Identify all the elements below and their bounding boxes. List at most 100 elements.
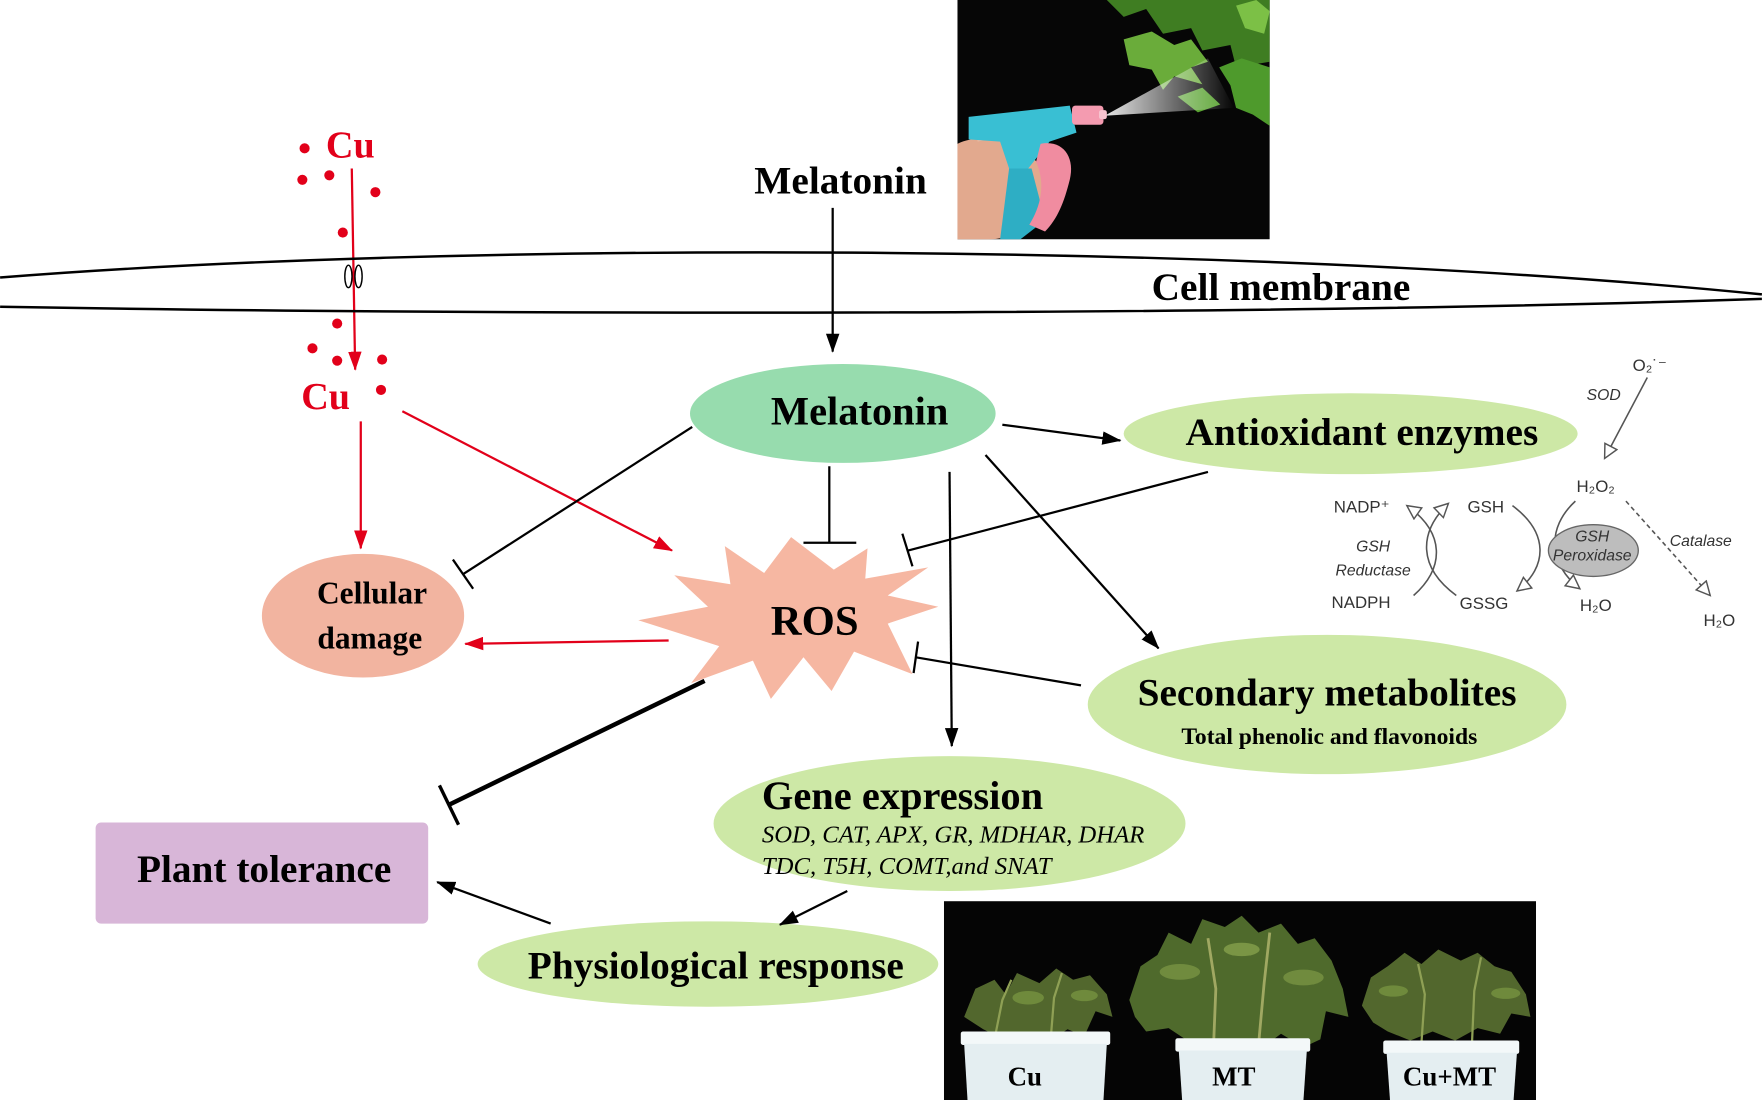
arrow-melatonin-to-secondary-metabolites [984,454,1160,650]
inhibit-bar [437,784,461,826]
cu-ion [297,174,308,185]
cu-ion [337,227,348,238]
leaf [1219,58,1270,126]
secondary-metabolites-sublabel: Total phenolic and flavonoids [1181,724,1477,750]
h2o-catalase-label: H₂O [1703,611,1735,630]
inhibit-bar [451,558,475,590]
inhibit-line [907,470,1209,552]
gssg-label: GSSG [1460,594,1509,613]
leaf [1283,969,1324,986]
pot-cu-mt [1386,1052,1517,1100]
inhibit-line [462,426,693,576]
reductase-gssg-arrow [1425,503,1457,597]
ros-starburst [638,537,939,699]
leaf [1236,0,1270,34]
cu-ion [370,187,381,198]
spray-nozzle [1072,105,1104,125]
inhibit-bar [912,641,920,674]
leaf [1159,964,1201,980]
gsh-peroxidase-label-line2: Peroxidase [1553,548,1632,565]
reductase-nadph-arrow [1407,506,1438,597]
sod-label: SOD [1587,387,1621,404]
antioxidant-enzymes-node [1123,393,1578,475]
antioxidant-pathway-inset: O₂˙⁻ SOD H₂O₂ Catalase H₂O GSH Peroxidas… [1332,356,1736,630]
cell-membrane-inner-line [0,297,1762,314]
gene-expression-node [713,756,1186,892]
inhibit-bar [901,533,914,567]
gsh-peroxidase-enzyme [1547,524,1639,578]
physiological-response-label: Physiological response [528,944,904,988]
gene-list-line1: SOD, CAT, APX, GR, MDHAR, DHAR [762,822,1144,849]
plant-stem [1206,937,1218,1045]
plant-tolerance-node [95,822,429,924]
physiological-response-node [477,921,939,1007]
leaf [1070,989,1098,1002]
pot-cu [964,1043,1107,1100]
inhibit-line [448,678,706,807]
pot-mt [1178,1050,1307,1100]
nadph-label: NADPH [1332,593,1391,612]
arrow-melatonin-to-gene-expression [944,471,959,748]
ion-channel [354,264,363,289]
cu-outside-label: Cu [326,124,375,166]
pot-rim [1175,1038,1311,1052]
leaf [1012,991,1044,1005]
plant-cu-mt [1361,949,1531,1041]
cu-ion [324,170,335,181]
arrow-ros-to-cellular-damage [464,636,669,651]
catalase-arrow [1625,500,1710,595]
plants-photo: Cu MT Cu+MT [943,901,1537,1100]
inhibit-ros-to-plant-tolerance [437,678,706,826]
leaf [1223,942,1260,957]
cell-membrane-outer-line [0,251,1762,296]
superoxide-label: O₂˙⁻ [1633,356,1667,375]
h2o-peroxidase-label: H₂O [1580,596,1612,615]
spray-nozzle-tip [1098,110,1107,120]
spray-photo [957,0,1270,240]
pot-rim [1383,1040,1520,1054]
cu-ion [299,143,310,154]
cu-ion [332,355,343,366]
plant-stem [993,979,1013,1040]
melatonin-application-label: Melatonin [754,158,927,202]
ion-channel [344,264,353,289]
plant-stem [1470,957,1483,1043]
plant-stem [1257,932,1272,1046]
pot-rim [960,1031,1111,1045]
leaf [1491,987,1521,999]
leaf [1106,0,1270,68]
inhibit-melatonin-to-ros [803,466,857,544]
gene-list-line2: TDC, T5H, COMT,and SNAT [762,853,1054,880]
cell-membrane-label: Cell membrane [1152,265,1411,309]
gsh-reductase-label-line2: Reductase [1336,562,1411,579]
cu-ion [332,318,343,329]
plant-stem [1416,963,1426,1043]
peroxidase-gsh-arrow [1511,504,1541,591]
inhibit-secondary-metabolites-to-ros [912,641,1082,687]
antioxidant-enzymes-label: Antioxidant enzymes [1186,410,1539,454]
gsh-peroxidase-label-line1: GSH [1575,529,1610,546]
cu-ions-outside [297,143,381,238]
plant-mt [1129,915,1349,1051]
cellular-damage-label-line1: Cellular [317,575,427,610]
sod-arrow [1605,377,1648,459]
melatonin-node-label: Melatonin [771,389,948,434]
cellular-damage-label-line2: damage [317,620,422,655]
cu-uptake-arrow [348,168,362,371]
plant-stem [1049,972,1063,1040]
leaf [1378,985,1408,997]
ros-label: ROS [771,598,859,645]
plant-cu [964,968,1113,1041]
arrow-melatonin-to-antioxidant-enzymes [1002,423,1122,445]
secondary-metabolites-label: Secondary metabolites [1138,671,1517,715]
catalase-label: Catalase [1670,533,1732,550]
inhibit-antioxidant-enzymes-to-ros [901,470,1209,567]
secondary-metabolites-node [1087,634,1567,775]
cellular-damage-node [261,553,465,678]
spray-mist [1104,58,1234,116]
cu-inside-label: Cu [301,376,350,418]
cu-ion [377,354,388,365]
cu-ion [307,343,318,354]
arrow-cu-to-ros [401,410,674,552]
arrow-physiological-response-to-plant-tolerance [436,880,552,925]
